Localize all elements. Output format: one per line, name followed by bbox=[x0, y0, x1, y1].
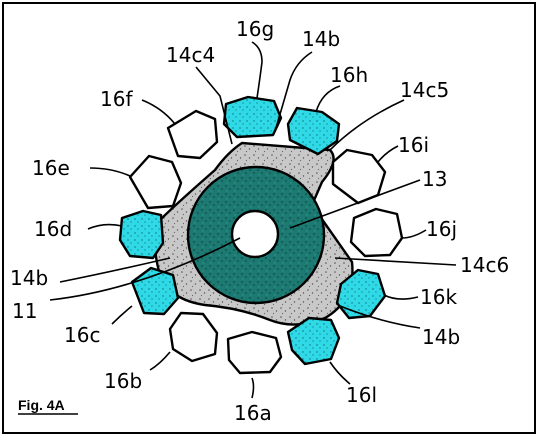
label-16j: 16j bbox=[426, 217, 457, 241]
label-16f: 16f bbox=[100, 87, 133, 111]
label-14c6: 14c6 bbox=[460, 253, 509, 277]
label-16a: 16a bbox=[234, 401, 272, 425]
shaft-hole bbox=[230, 209, 280, 259]
figure-caption: Fig. 4A bbox=[18, 397, 65, 413]
label-14c5: 14c5 bbox=[400, 78, 449, 102]
leader-14b-left bbox=[59, 257, 171, 283]
leader-14c6 bbox=[334, 257, 457, 266]
leader-14c4 bbox=[195, 66, 233, 145]
label-16e: 16e bbox=[32, 156, 70, 180]
label-14b-top: 14b bbox=[302, 27, 340, 51]
magnet-16b bbox=[168, 311, 219, 363]
label-16b: 16b bbox=[104, 369, 142, 393]
leader-13 bbox=[289, 179, 421, 229]
leader-lines bbox=[49, 41, 457, 399]
label-14b-right: 14b bbox=[422, 325, 460, 349]
leader-16h bbox=[315, 85, 341, 113]
label-16h: 16h bbox=[330, 63, 368, 87]
label-11: 11 bbox=[12, 299, 37, 323]
magnet-16l bbox=[286, 316, 341, 366]
magnet-16h bbox=[286, 106, 341, 156]
magnet-16f bbox=[166, 109, 219, 160]
magnet-16a bbox=[226, 330, 283, 375]
magnet-16k bbox=[335, 268, 387, 320]
leader-16i bbox=[377, 145, 399, 163]
leader-16d bbox=[87, 223, 123, 230]
figure-border bbox=[2, 2, 536, 434]
label-16g: 16g bbox=[236, 17, 274, 41]
label-16k: 16k bbox=[420, 285, 457, 309]
magnet-16e bbox=[128, 154, 183, 210]
leader-16a bbox=[251, 377, 255, 399]
leader-16g bbox=[251, 41, 263, 99]
leader-14b-right bbox=[339, 305, 421, 329]
labels: 16g 14b 14c4 16h 14c5 16f 16i 16e 13 16d… bbox=[10, 17, 509, 425]
label-14b-left: 14b bbox=[10, 266, 48, 290]
label-14c4: 14c4 bbox=[166, 43, 215, 67]
label-13: 13 bbox=[422, 167, 447, 191]
label-16c: 16c bbox=[64, 323, 100, 347]
leader-16l bbox=[329, 361, 351, 385]
leader-16b bbox=[149, 351, 171, 371]
leader-14b-top bbox=[275, 51, 313, 129]
label-16i: 16i bbox=[398, 133, 429, 157]
magnet-16d bbox=[118, 209, 165, 260]
leader-16k bbox=[383, 294, 419, 300]
label-16l: 16l bbox=[346, 383, 377, 407]
leader-16j bbox=[401, 229, 427, 239]
magnet-16g bbox=[222, 95, 283, 139]
leader-14c5 bbox=[329, 99, 405, 151]
leader-16c bbox=[111, 305, 133, 325]
label-16d: 16d bbox=[34, 217, 72, 241]
leader-16f bbox=[141, 99, 176, 125]
leader-16e bbox=[89, 167, 131, 177]
leader-11 bbox=[49, 237, 241, 301]
magnet-16j bbox=[349, 207, 404, 258]
